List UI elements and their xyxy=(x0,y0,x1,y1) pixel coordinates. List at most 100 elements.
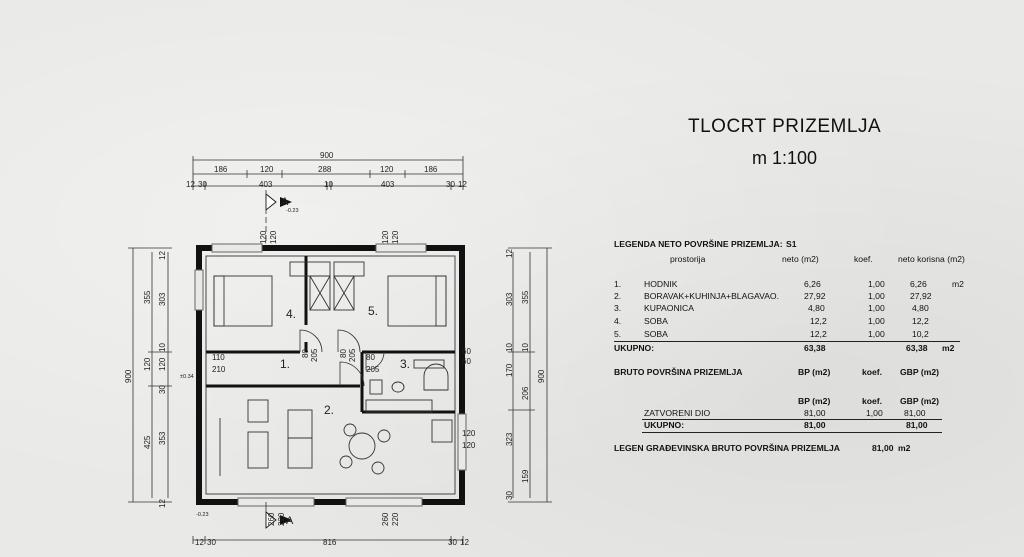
windows xyxy=(194,243,467,507)
section-marker-top xyxy=(265,190,292,244)
dim-label: 403 xyxy=(259,180,273,189)
left-dim-labels: 900 355 303 425 353 120 120 30 10 12 12 xyxy=(124,251,167,508)
row-korisna: 27,92 xyxy=(910,291,932,301)
dim-label: 12 xyxy=(458,180,467,189)
dim-label: 10 xyxy=(324,180,333,189)
row-neto: 12,2 xyxy=(810,316,827,326)
column-header: neto korisna (m2) xyxy=(898,254,965,264)
dim-label: 159 xyxy=(521,469,530,483)
level-mark: -0.23 xyxy=(286,208,299,214)
legend-bruto-heading-text: BRUTO POVRŠINA PRIZEMLJA xyxy=(614,367,743,377)
row-koef: 1,00 xyxy=(868,291,885,301)
door-dim: 120 xyxy=(381,230,390,244)
dim-label: 816 xyxy=(323,538,337,547)
dim-label: 10 xyxy=(521,343,530,352)
row-name: BORAVAK+KUHINJA+BLAGAVAO. xyxy=(644,291,779,301)
dim-label: 288 xyxy=(318,165,332,174)
door-dim: 80 xyxy=(339,349,348,358)
dim-label: 30 xyxy=(448,538,457,547)
dim-label: 120 xyxy=(260,165,274,174)
column-header: GBP (m2) xyxy=(900,367,939,377)
door-dim: 260 xyxy=(381,512,390,526)
row-korisna: 6,26 xyxy=(910,279,927,289)
door-dim: 110 xyxy=(212,353,225,362)
top-middle-dim-labels: 186 120 288 120 186 xyxy=(214,165,438,174)
door-dim: 205 xyxy=(366,365,380,374)
dim-label: 353 xyxy=(158,431,167,445)
total-label: UKUPNO: xyxy=(614,343,655,353)
interior-walls xyxy=(206,256,455,414)
level-mark: -0.23 xyxy=(196,512,209,518)
dim-label: 120 xyxy=(380,165,394,174)
plan-scale: m 1:100 xyxy=(752,148,818,168)
dim-label: 403 xyxy=(381,180,395,189)
legend-bruto-row: ZATVORENI DIO 81,00 1,00 81,00 xyxy=(614,408,1014,420)
row-number: 1. xyxy=(614,279,622,289)
door-dim: 80 xyxy=(366,353,375,362)
legend-rule xyxy=(642,432,942,433)
legend-rule xyxy=(642,419,942,420)
section-marker-bottom xyxy=(265,502,292,529)
section-label-bottom: A xyxy=(286,515,294,527)
gbp-value: 81,00 xyxy=(872,443,894,453)
row-name: SOBA xyxy=(644,316,668,326)
column-header: koef. xyxy=(862,367,883,377)
row-bp: 81,00 xyxy=(804,408,826,418)
door-dim: 205 xyxy=(348,348,357,362)
room-number: 1. xyxy=(280,357,290,371)
dim-label: 900 xyxy=(124,369,133,383)
column-header: BP (m2) xyxy=(798,367,831,377)
row-koef: 1,00 xyxy=(866,408,883,418)
door-dim: 205 xyxy=(310,348,319,362)
gbp-unit: m2 xyxy=(898,443,911,453)
dim-label: 30 xyxy=(198,180,207,189)
legend-bruto-heading: BRUTO POVRŠINA PRIZEMLJA BP (m2) koef. G… xyxy=(614,367,1014,379)
door-dim: 120 xyxy=(269,230,278,244)
door-dim: 60 xyxy=(462,347,471,356)
dim-top-900: 900 xyxy=(320,151,334,160)
dim-label: 355 xyxy=(143,290,152,304)
room-number: 2. xyxy=(324,403,334,417)
row-number: 4. xyxy=(614,316,622,326)
column-header: neto (m2) xyxy=(782,254,819,264)
legend-bruto-total: UKUPNO: 81,00 81,00 xyxy=(614,420,1014,432)
dim-label: 12 xyxy=(158,499,167,508)
row-korisna: 12,2 xyxy=(912,316,929,326)
door-dim: 120 xyxy=(259,230,268,244)
dim-label: 355 xyxy=(521,290,530,304)
room-number: 5. xyxy=(368,304,378,318)
dim-label: 10 xyxy=(505,343,514,352)
section-label-top: A xyxy=(281,196,289,208)
dim-label: 323 xyxy=(505,432,514,446)
row-number: 5. xyxy=(614,329,622,339)
outer-walls xyxy=(196,245,465,505)
legend-row: 2. BORAVAK+KUHINJA+BLAGAVAO. 27,92 1,00 … xyxy=(614,291,1014,303)
bottom-dimension-line xyxy=(192,536,464,544)
door-dim: 120 xyxy=(391,230,400,244)
left-dimension-lines xyxy=(128,247,172,503)
dim-label: 30 xyxy=(207,538,216,547)
row-name: SOBA xyxy=(644,329,668,339)
dim-label: 186 xyxy=(214,165,228,174)
row-name: HODNIK xyxy=(644,279,678,289)
dim-label: 303 xyxy=(158,292,167,306)
dim-label: 425 xyxy=(143,435,152,449)
row-koef: 1,00 xyxy=(868,303,885,313)
dim-label: 10 xyxy=(158,343,167,352)
total-unit: m2 xyxy=(942,343,955,353)
dim-label: 120 xyxy=(143,357,152,371)
dim-label: 186 xyxy=(424,165,438,174)
total-neto: 63,38 xyxy=(804,343,826,353)
dim-label: 303 xyxy=(505,292,514,306)
door-dim: 120 xyxy=(462,441,476,450)
row-unit: m2 xyxy=(952,279,964,289)
legend-rule xyxy=(614,341,960,342)
row-number: 2. xyxy=(614,291,622,301)
column-header: BP (m2) xyxy=(798,396,831,406)
room-numbers: 1. 2. 3. 4. 5. xyxy=(280,304,410,417)
legend-neto-heading-text: LEGENDA NETO POVRŠINE PRIZEMLJA: xyxy=(614,239,783,249)
total-korisna: 63,38 xyxy=(906,343,928,353)
dim-label: 12 xyxy=(195,538,204,547)
row-neto: 27,92 xyxy=(804,291,826,301)
